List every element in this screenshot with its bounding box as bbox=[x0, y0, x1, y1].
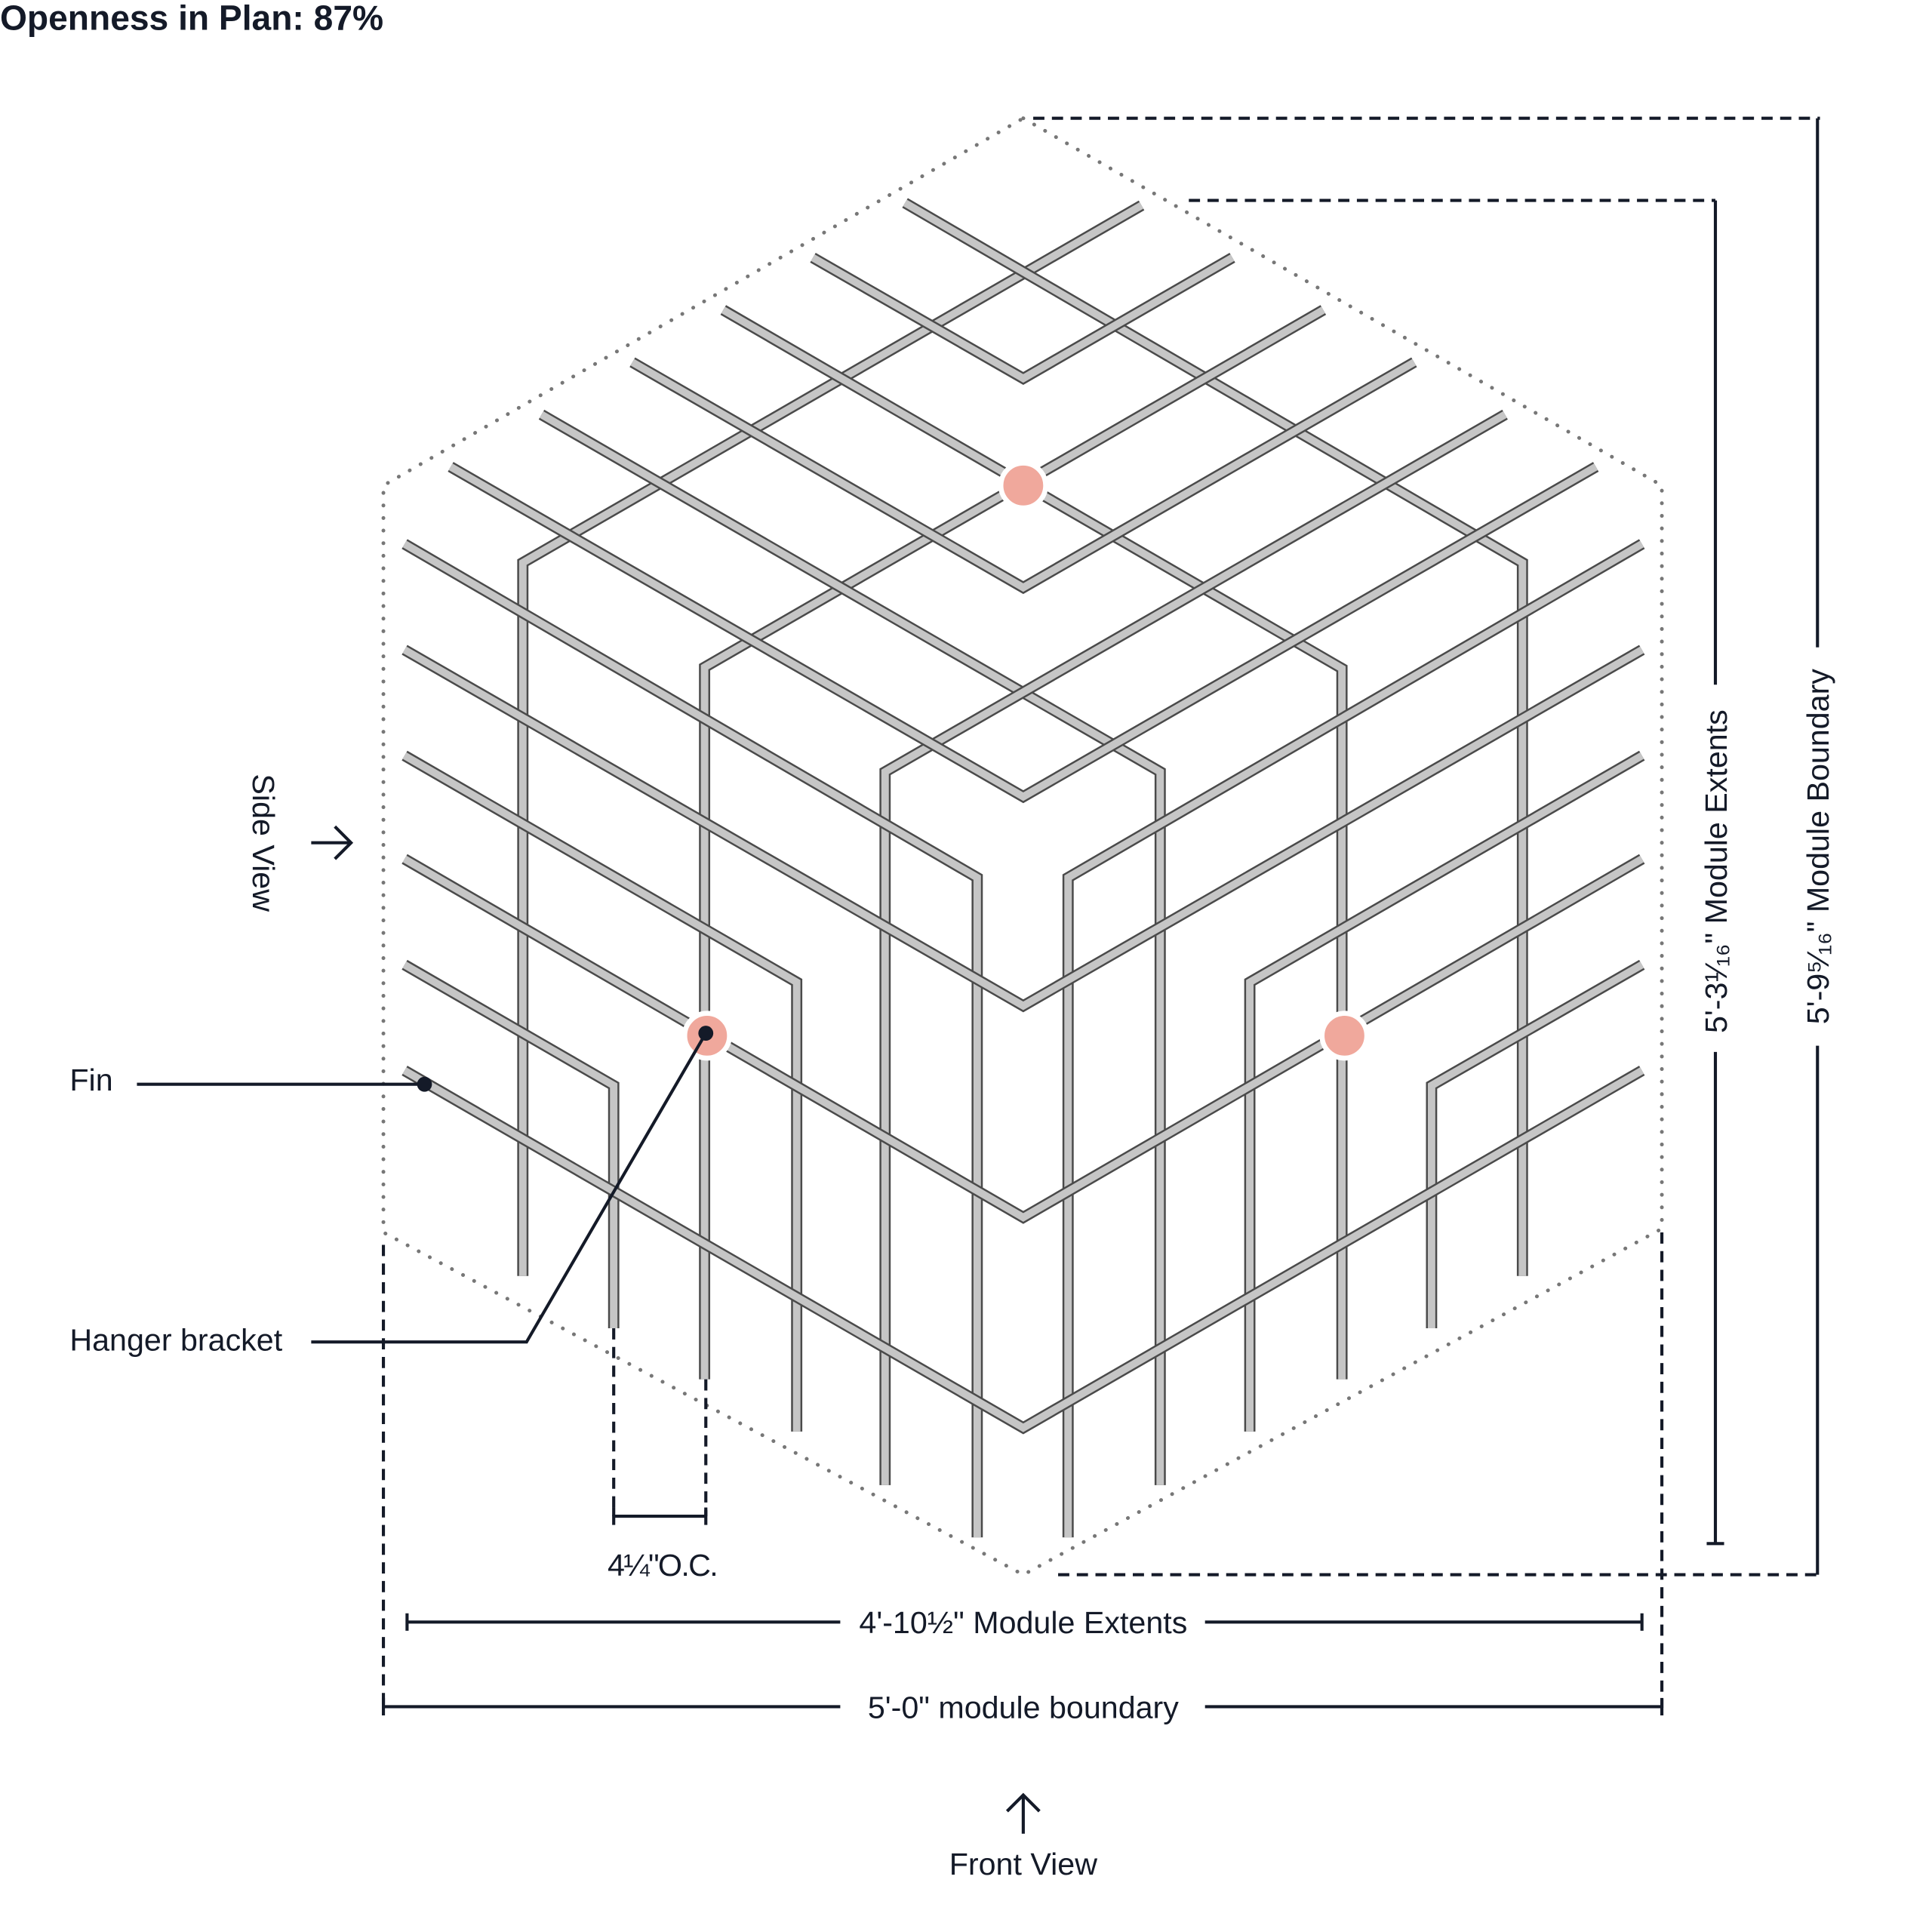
hanger-bracket-dot bbox=[998, 460, 1048, 511]
fin-rod bbox=[402, 752, 801, 1432]
fin-rod bbox=[1426, 959, 1645, 1328]
fin-rod bbox=[402, 1067, 1644, 1432]
fin-rod bbox=[402, 540, 981, 1538]
fin-rod bbox=[881, 411, 1507, 1485]
fin-rod bbox=[401, 1066, 1645, 1435]
fin-rod bbox=[402, 646, 1644, 1011]
fin-rod bbox=[401, 959, 620, 1328]
arrow-up-icon bbox=[1005, 1792, 1041, 1834]
hanger-bracket-dot bbox=[1319, 1011, 1370, 1061]
fin-rod bbox=[448, 463, 1598, 801]
module-boundary-height-label: 5'-9⁵⁄₁₆" Module Boundary bbox=[1801, 669, 1835, 1025]
fin-rod bbox=[811, 254, 1235, 383]
page-title: Openness in Plan: 87% bbox=[0, 0, 383, 38]
module-boundary-hexagon bbox=[381, 115, 1664, 1577]
fin-rod bbox=[402, 961, 618, 1328]
front-view-label: Front View bbox=[949, 1847, 1097, 1881]
fin-rod bbox=[401, 645, 1645, 1013]
arrow-right-icon bbox=[311, 825, 354, 860]
fin-rod bbox=[1246, 752, 1644, 1432]
fin-label: Fin bbox=[69, 1063, 112, 1097]
fin-rod bbox=[401, 854, 1645, 1224]
width-dimensions: 4'-10½" Module Extents 5'-0" module boun… bbox=[381, 1232, 1664, 1724]
spacing-dimension: 4¼"O.C. bbox=[608, 1328, 718, 1583]
side-view-label: Side View bbox=[246, 774, 281, 912]
fin-rod bbox=[448, 462, 1599, 804]
fin-rod bbox=[630, 358, 1417, 592]
fin-rod bbox=[1064, 540, 1644, 1538]
side-view-marker: Side View bbox=[246, 774, 354, 912]
module-extents-width-label: 4'-10½" Module Extents bbox=[859, 1605, 1187, 1640]
fin-rod bbox=[540, 411, 1164, 1485]
fin-rod bbox=[401, 750, 803, 1432]
fin-rods bbox=[401, 198, 1645, 1538]
height-dimensions: 5'-3¹⁄₁₆" Module Extents 5'-9⁵⁄₁₆" Modul… bbox=[1033, 116, 1835, 1577]
fin-rod bbox=[402, 855, 1644, 1222]
fin-rod bbox=[1244, 750, 1645, 1432]
fin-rod bbox=[721, 306, 1346, 1380]
hanger-bracket-label: Hanger bracket bbox=[69, 1323, 282, 1358]
hanger-brackets bbox=[681, 460, 1370, 1061]
front-view-marker: Front View bbox=[949, 1792, 1097, 1881]
fin-callout: Fin bbox=[69, 1063, 432, 1097]
module-extents-height-label: 5'-3¹⁄₁₆" Module Extents bbox=[1699, 709, 1734, 1033]
module-boundary-width-label: 5'-0" module boundary bbox=[868, 1690, 1179, 1724]
spacing-label: 4¼"O.C. bbox=[608, 1548, 717, 1583]
fin-rod bbox=[1427, 961, 1644, 1328]
leader-dot bbox=[417, 1076, 432, 1092]
fin-rod bbox=[700, 306, 1325, 1380]
leader-dot bbox=[698, 1026, 714, 1041]
